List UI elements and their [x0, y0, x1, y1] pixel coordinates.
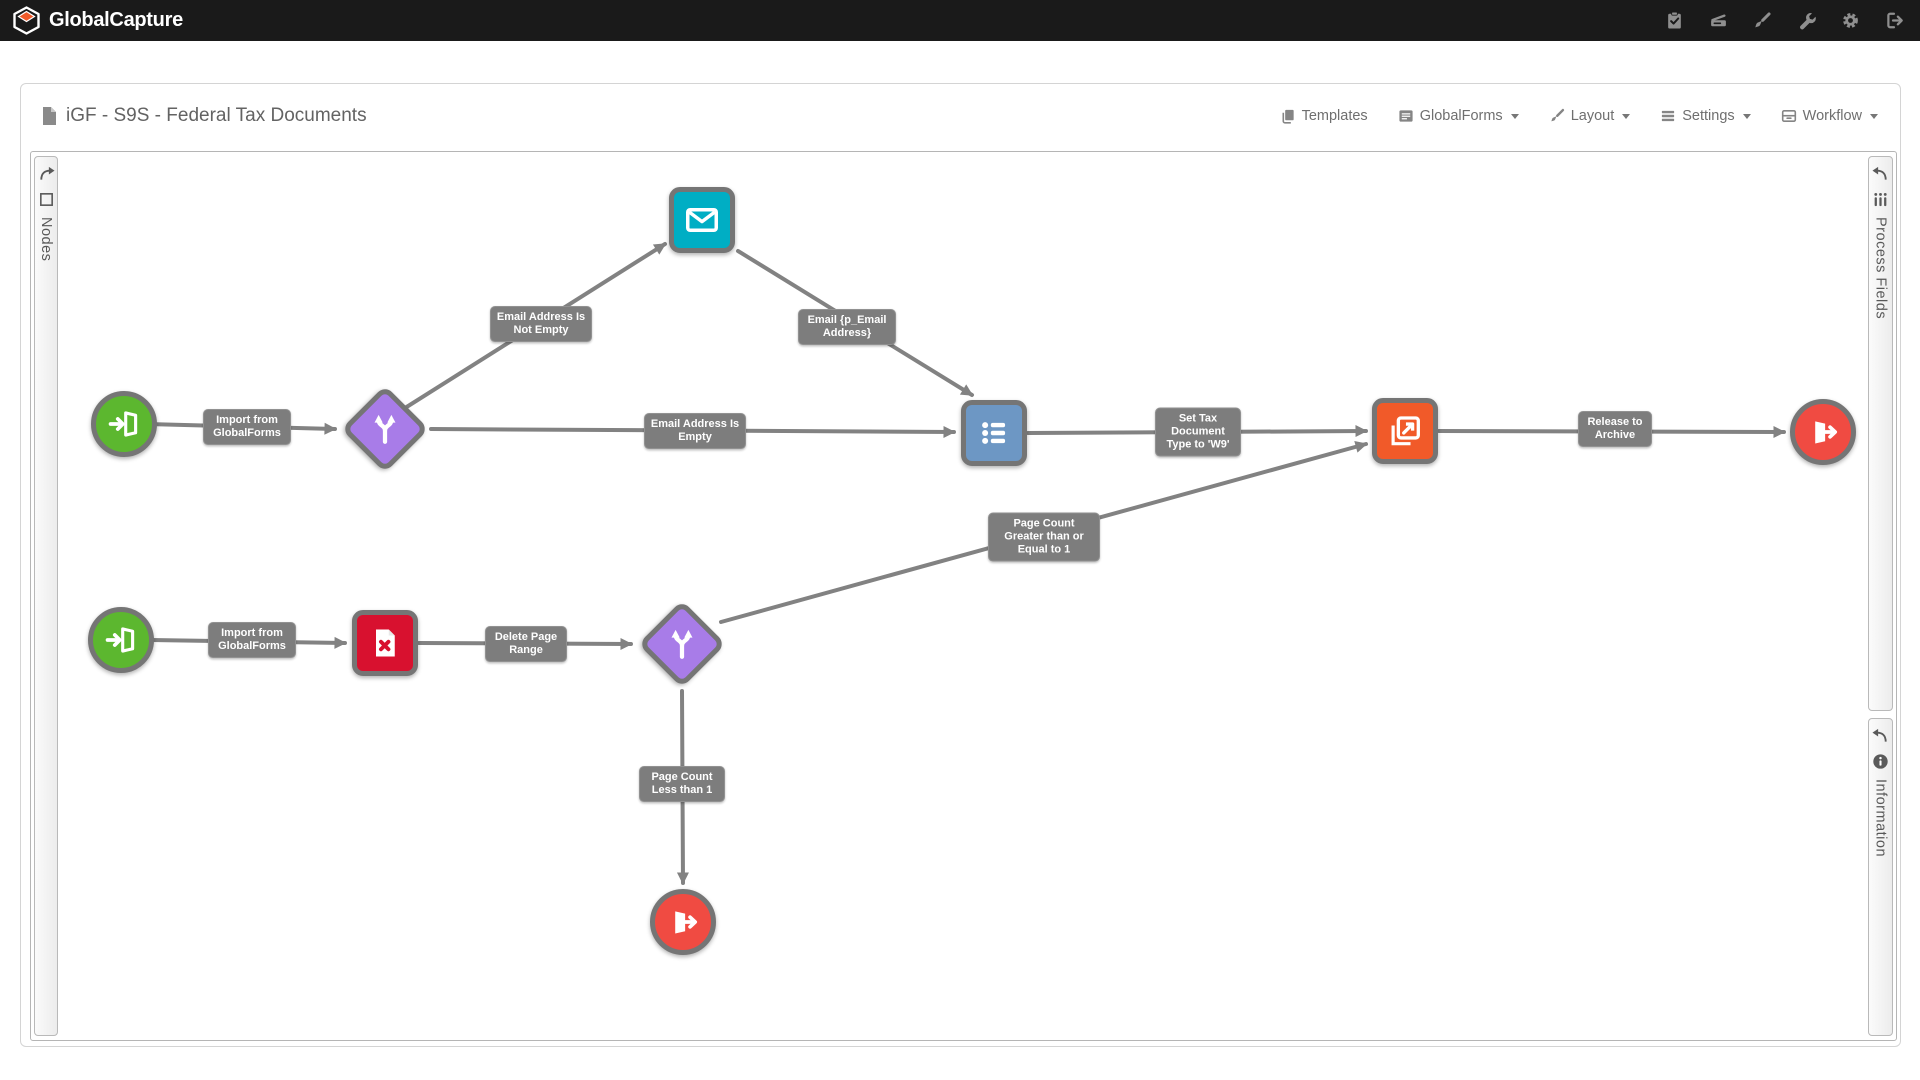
header-menus: Templates GlobalForms Layout Settings Wo…: [1280, 84, 1878, 148]
menu-workflow[interactable]: Workflow: [1781, 108, 1878, 124]
settings-lines-icon: [1662, 110, 1675, 122]
node-delete-pages-1[interactable]: [352, 610, 418, 676]
node-email-1[interactable]: [669, 187, 735, 253]
edge-label[interactable]: Email Address Is Empty: [644, 413, 746, 449]
brand-name: GlobalCapture: [49, 9, 183, 31]
chevron-down-icon: [1870, 113, 1878, 119]
node-export-1[interactable]: [1372, 398, 1438, 464]
collapse-arrow-icon: [1872, 166, 1887, 180]
node-end-1[interactable]: [1790, 399, 1856, 465]
wrench-icon[interactable]: [1797, 11, 1816, 30]
import-door-icon: [105, 627, 135, 653]
exit-door-icon: [1815, 421, 1838, 444]
menu-templates[interactable]: Templates: [1280, 108, 1368, 125]
edge-label[interactable]: Page Count Greater than or Equal to 1: [988, 512, 1100, 562]
branch-icon: [671, 629, 693, 659]
menu-settings[interactable]: Settings: [1660, 108, 1751, 124]
edge-label[interactable]: Release to Archive: [1578, 411, 1652, 447]
process-fields-panel-tab[interactable]: Process Fields: [1868, 156, 1893, 711]
document-x-icon: [376, 629, 395, 657]
menu-label: Workflow: [1802, 108, 1862, 124]
list-icon: [982, 422, 1006, 444]
brand: GlobalCapture: [13, 6, 183, 35]
information-panel-tab[interactable]: Information: [1868, 718, 1893, 1036]
workflow-designer-card: iGF - S9S - Federal Tax Documents Templa…: [20, 83, 1901, 1047]
templates-icon: [1282, 109, 1294, 124]
globalforms-icon: [1399, 110, 1413, 122]
node-import-start-1[interactable]: [91, 391, 157, 457]
edge-label[interactable]: Set Tax Document Type to 'W9': [1155, 407, 1241, 457]
page-title: iGF - S9S - Federal Tax Documents: [41, 105, 367, 127]
edge-label[interactable]: Email {p_Email Address}: [798, 309, 896, 345]
edge-label[interactable]: Page Count Less than 1: [639, 766, 725, 802]
scanner-icon[interactable]: [1709, 11, 1728, 30]
edge-label[interactable]: Import from GlobalForms: [203, 409, 291, 445]
topbar: GlobalCapture: [0, 0, 1920, 41]
menu-globalforms[interactable]: GlobalForms: [1398, 108, 1519, 124]
menu-label: Settings: [1682, 108, 1735, 124]
import-door-icon: [108, 411, 138, 437]
edge-label[interactable]: Import from GlobalForms: [208, 622, 296, 658]
branch-icon: [374, 414, 396, 444]
process-fields-list-icon: [1874, 192, 1887, 207]
gear-icon[interactable]: [1841, 11, 1860, 30]
menu-label: GlobalForms: [1419, 108, 1503, 124]
page-title-text: iGF - S9S - Federal Tax Documents: [66, 105, 367, 126]
nodes-panel-tab[interactable]: Nodes: [34, 156, 58, 1036]
exit-door-icon: [675, 911, 698, 934]
workflow-edges: [145, 242, 1786, 885]
node-end-2[interactable]: [650, 889, 716, 955]
node-set-fields-1[interactable]: [961, 400, 1027, 466]
menu-label: Layout: [1570, 108, 1615, 124]
expand-arrow-icon: [39, 166, 55, 180]
node-branch-1[interactable]: [341, 385, 429, 473]
paintbrush-icon[interactable]: [1753, 11, 1772, 30]
collapse-arrow-icon: [1872, 728, 1887, 742]
nodes-panel-label: Nodes: [38, 217, 54, 262]
card-header: iGF - S9S - Federal Tax Documents Templa…: [21, 84, 1900, 148]
chevron-down-icon: [1622, 113, 1631, 119]
process-fields-panel-label: Process Fields: [1872, 217, 1889, 320]
workflow-canvas[interactable]: Nodes Process Fields Information: [30, 151, 1897, 1041]
workflow-archive-icon: [1781, 110, 1796, 122]
node-import-start-2[interactable]: [88, 607, 154, 673]
checkbox-icon: [39, 193, 53, 206]
node-branch-2[interactable]: [638, 600, 726, 688]
information-panel-label: Information: [1872, 779, 1889, 858]
chevron-down-icon: [1510, 113, 1519, 119]
export-icon: [1391, 416, 1420, 446]
chevron-down-icon: [1742, 113, 1751, 119]
edge-label[interactable]: Delete Page Range: [485, 626, 567, 662]
edge-label[interactable]: Email Address Is Not Empty: [490, 306, 592, 342]
globalcapture-logo-icon: [13, 6, 40, 35]
file-icon: [43, 107, 56, 125]
layout-brush-icon: [1551, 108, 1564, 122]
menu-label: Templates: [1301, 108, 1368, 124]
sign-out-icon[interactable]: [1885, 11, 1904, 30]
clipboard-check-icon[interactable]: [1665, 11, 1684, 30]
info-icon: [1873, 754, 1888, 769]
envelope-icon: [686, 207, 718, 233]
menu-layout[interactable]: Layout: [1549, 108, 1631, 124]
